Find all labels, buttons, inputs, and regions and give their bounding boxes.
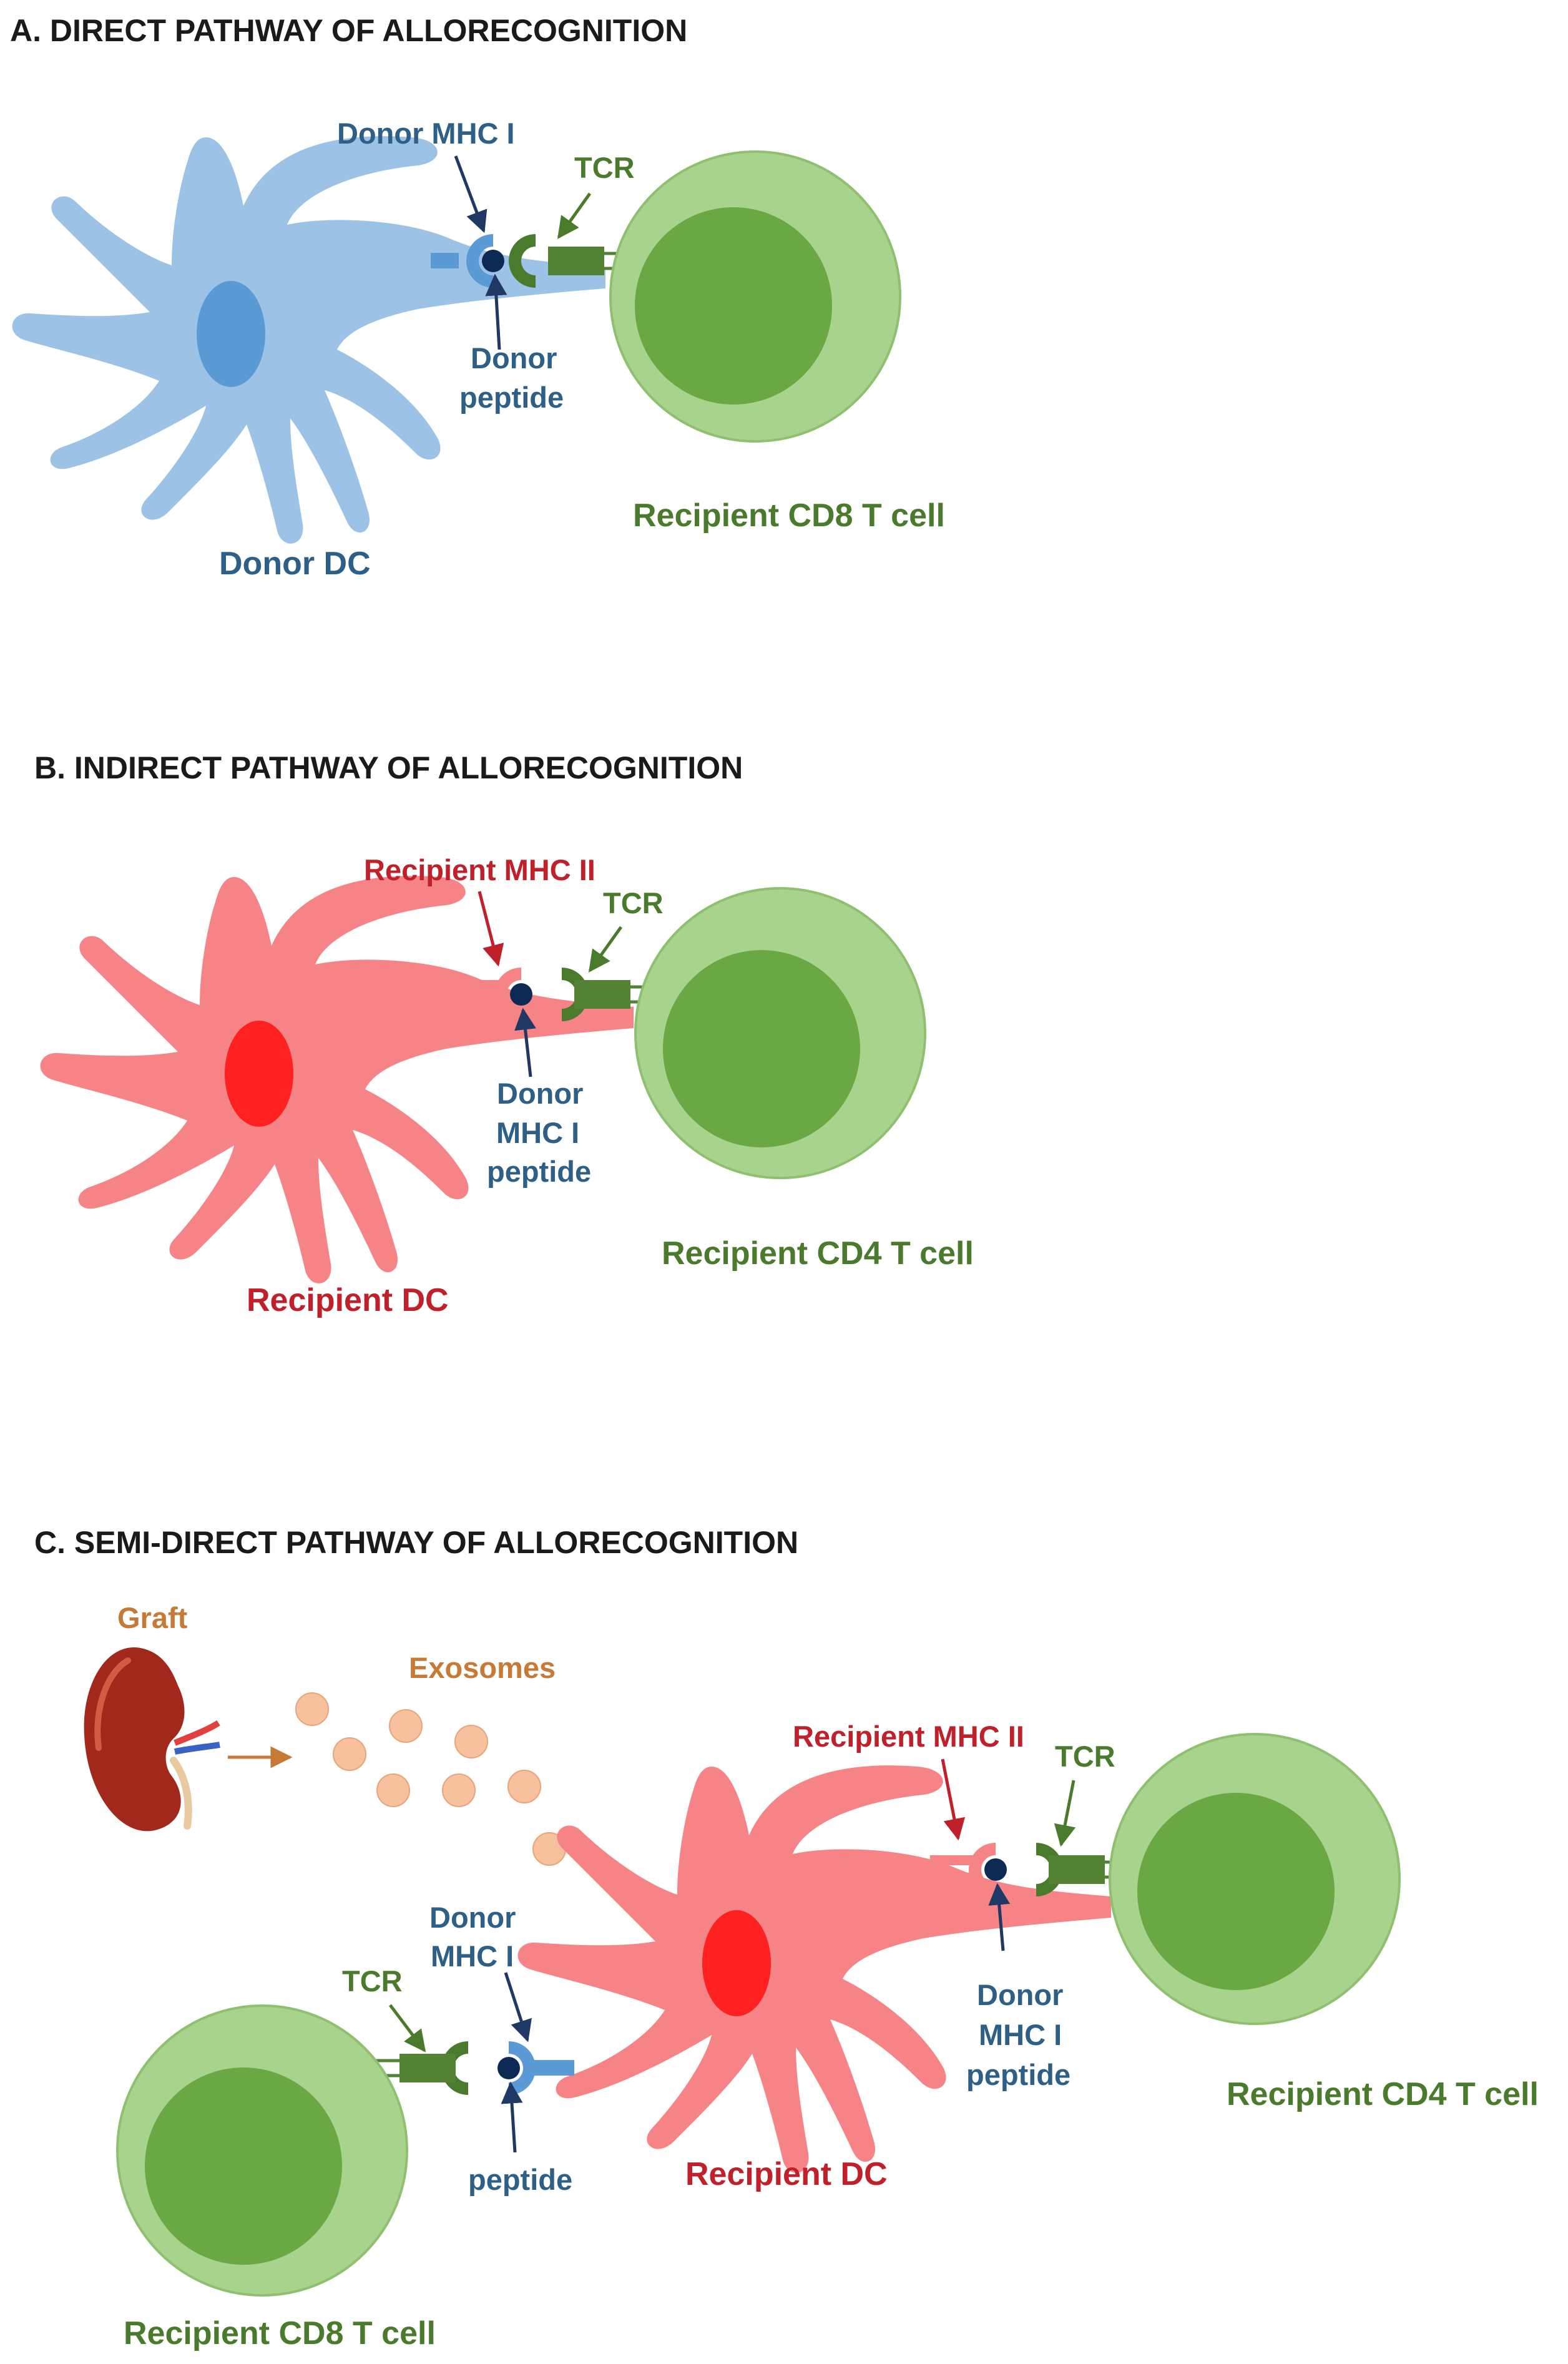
tcr-label-a: TCR xyxy=(574,151,635,184)
graft-kidney-icon xyxy=(84,1647,220,1832)
exosomes-cluster xyxy=(295,1692,566,1866)
panel-a: A. DIRECT PATHWAY OF ALLORECOGNITION Don… xyxy=(10,13,945,582)
exosome xyxy=(442,1773,476,1807)
tcr-label-c-right: TCR xyxy=(1055,1740,1115,1773)
donor-mhc1-receptor-c xyxy=(497,2041,574,2095)
exosome xyxy=(376,1773,410,1807)
donor-mhc1-label-c2: MHC I xyxy=(431,1940,514,1973)
donor-dendritic-cell xyxy=(12,136,606,544)
tcell-nucleus-c-left xyxy=(145,2067,342,2265)
recipient-mhc2-receptor-b xyxy=(456,968,532,1021)
donor-peptide-label-c1: Donor xyxy=(977,1978,1063,2011)
tcr-receptor-c-right xyxy=(1036,1843,1142,1896)
donor-mhc1-label: Donor MHC I xyxy=(337,117,515,150)
panel-b-title: B. INDIRECT PATHWAY OF ALLORECOGNITION xyxy=(34,750,743,785)
tcr-label-c-left: TCR xyxy=(342,1964,403,1998)
recipient-dc-nucleus xyxy=(225,1021,293,1127)
tcell-nucleus xyxy=(635,207,832,405)
recipient-dc-label-b: Recipient DC xyxy=(247,1282,449,1318)
panel-c: C. SEMI-DIRECT PATHWAY OF ALLORECOGNITIO… xyxy=(34,1525,1539,2352)
recipient-mhc2-label-c: Recipient MHC II xyxy=(793,1720,1024,1753)
donor-mhc1-peptide-dot-b xyxy=(510,983,532,1006)
donor-dc-nucleus xyxy=(197,281,265,387)
exosomes-label: Exosomes xyxy=(409,1651,556,1684)
recipient-dc-nucleus-c xyxy=(702,1910,771,2016)
tcr-label-b: TCR xyxy=(603,886,664,920)
donor-mhc1-peptide-dot-c xyxy=(984,1858,1007,1881)
exosome xyxy=(389,1709,423,1743)
recipient-mhc2-label-b: Recipient MHC II xyxy=(364,853,595,886)
tcell-nucleus-b xyxy=(663,950,860,1147)
panel-c-title: C. SEMI-DIRECT PATHWAY OF ALLORECOGNITIO… xyxy=(34,1525,798,1560)
exosome xyxy=(333,1737,366,1771)
tcr-receptor-a xyxy=(509,234,643,288)
donor-peptide-label-2: peptide xyxy=(459,381,564,414)
panel-b: B. INDIRECT PATHWAY OF ALLORECOGNITION R… xyxy=(34,750,974,1318)
exosome xyxy=(454,1725,488,1758)
donor-mhc1-receptor xyxy=(431,234,504,288)
panel-a-title: A. DIRECT PATHWAY OF ALLORECOGNITION xyxy=(10,13,687,48)
recipient-cd4-label-b: Recipient CD4 T cell xyxy=(662,1235,974,1272)
donor-peptide-label-b1: Donor xyxy=(497,1077,583,1110)
exosome xyxy=(507,1770,541,1803)
donor-peptide-label-b3: peptide xyxy=(487,1155,591,1188)
donor-peptide-label-b2: MHC I xyxy=(496,1116,579,1149)
donor-peptide-dot-c xyxy=(497,2057,520,2079)
recipient-cd8-tcell-a xyxy=(609,150,901,443)
tcell-nucleus-c-right xyxy=(1137,1793,1335,1990)
tcr-receptor-c-left xyxy=(362,2041,468,2095)
donor-mhc1-label-c1: Donor xyxy=(429,1901,516,1934)
donor-peptide-label-1: Donor xyxy=(471,341,557,375)
recipient-cd4-tcell-c xyxy=(1109,1733,1401,2025)
recipient-cd8-label-c: Recipient CD8 T cell xyxy=(124,2315,436,2352)
exosome xyxy=(295,1692,329,1726)
recipient-cd8-label-a: Recipient CD8 T cell xyxy=(633,498,945,534)
graft-label: Graft xyxy=(117,1601,188,1634)
donor-peptide-label-c3: peptide xyxy=(966,2058,1071,2091)
recipient-dc-label-c: Recipient DC xyxy=(685,2156,888,2192)
recipient-dendritic-cell-c xyxy=(517,1765,1111,2173)
recipient-dendritic-cell-b xyxy=(40,876,634,1283)
donor-dc-label: Donor DC xyxy=(219,546,371,582)
recipient-cd4-label-c: Recipient CD4 T cell xyxy=(1227,2076,1539,2112)
recipient-cd4-tcell-b xyxy=(634,887,926,1179)
recipient-cd8-tcell-c xyxy=(116,2004,408,2297)
donor-peptide-label-c2: MHC I xyxy=(979,2018,1062,2051)
donor-peptide-dot xyxy=(482,250,504,272)
recipient-mhc2-receptor-c xyxy=(930,1843,1007,1896)
peptide-label-c-left: peptide xyxy=(468,2163,572,2196)
